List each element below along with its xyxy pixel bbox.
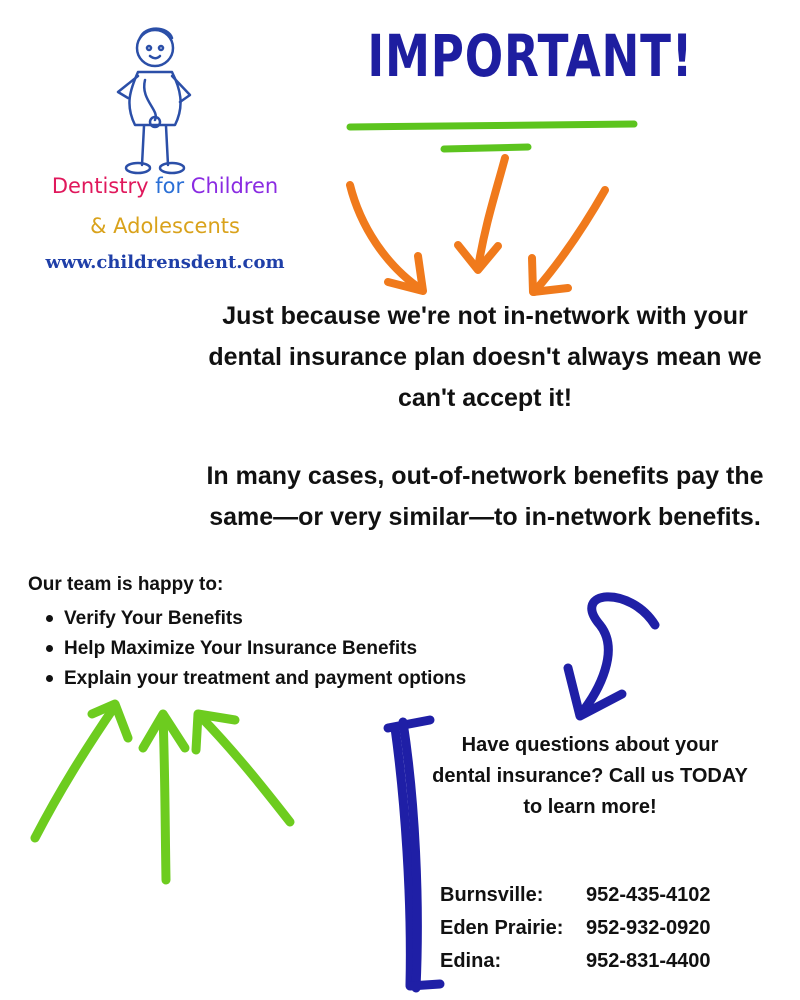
list-item: Help Maximize Your Insurance Benefits [42,634,466,664]
location-name: Burnsville: [440,884,544,906]
phone-row-burnsville: Burnsville: 952-435-4102 [440,884,760,917]
logo-word-for: for [155,174,185,198]
phone-number[interactable]: 952-932-0920 [586,917,711,939]
green-arrows-icon [30,699,295,885]
child-with-stethoscope-icon [116,27,192,175]
logo-title-line1: Dentistry for Children [10,174,320,198]
location-name: Eden Prairie: [440,917,564,939]
phone-row-edina: Edina: 952-831-4400 [440,950,760,983]
logo-word-children: Children [190,174,279,198]
list-item-text: Verify Your Benefits [64,608,243,629]
bullet-icon [46,615,53,622]
phone-number[interactable]: 952-831-4400 [586,950,711,972]
phone-number[interactable]: 952-435-4102 [586,884,711,906]
team-list: Verify Your Benefits Help Maximize Your … [42,604,466,694]
list-item-text: Explain your treatment and payment optio… [64,668,467,689]
call-to-action: Have questions about your dental insuran… [432,734,748,818]
blue-bracket-icon [383,715,445,993]
list-item-text: Help Maximize Your Insurance Benefits [64,638,418,659]
phone-row-eden-prairie: Eden Prairie: 952-932-0920 [440,917,760,950]
team-intro: Our team is happy to: [28,574,224,595]
bullet-icon [46,675,53,682]
logo-url: www.childrensdent.com [45,252,285,273]
bullet-icon [46,645,53,652]
orange-arrows-icon [346,154,609,296]
list-item: Explain your treatment and payment optio… [42,664,466,694]
list-item: Verify Your Benefits [42,604,466,634]
logo-title-line2: & Adolescents [90,214,240,238]
blue-curved-arrow-icon [563,592,660,721]
logo-word-dentistry: Dentistry [51,174,149,198]
paragraph-out-of-network: In many cases, out-of-network benefits p… [206,462,764,531]
headline: IMPORTANT! [367,22,694,90]
paragraph-in-network: Just because we're not in-network with y… [208,302,762,412]
phone-list: Burnsville: 952-435-4102 Eden Prairie: 9… [440,884,760,983]
headline-underline [346,120,638,153]
location-name: Edina: [440,950,502,972]
